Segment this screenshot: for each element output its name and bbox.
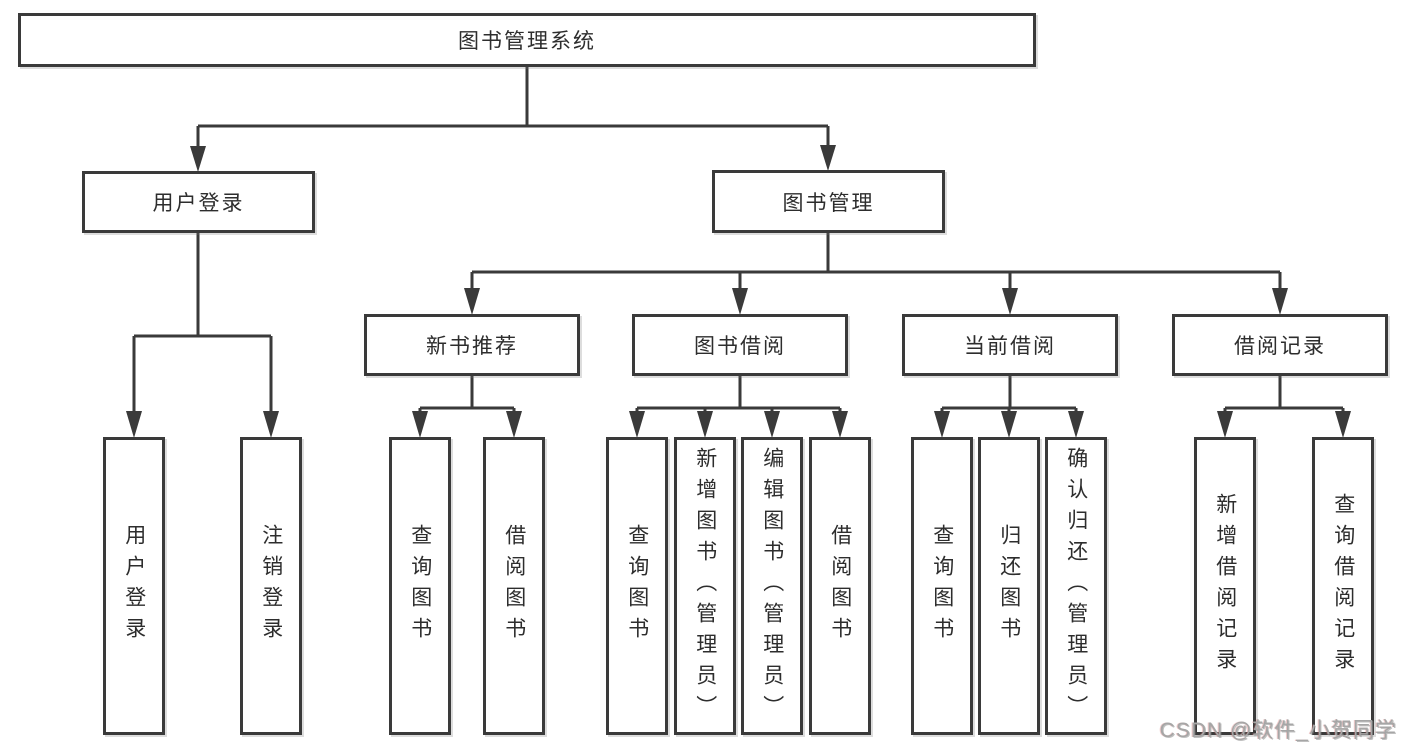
connector-borrow-records-children [1217,376,1351,438]
node-root-system: 图书管理系统 [18,13,1036,67]
leaf-borrow-books-recommend: 借阅图书 [483,437,545,735]
leaf-edit-books-admin: 编辑图书（管理员） [741,437,803,735]
leaf-query-books-borrowing: 查询图书 [606,437,668,735]
node-new-book-recommend: 新书推荐 [364,314,580,376]
node-user-login: 用户登录 [82,171,315,233]
leaf-add-books-admin: 新增图书（管理员） [674,437,736,735]
leaf-query-books-recommend: 查询图书 [389,437,451,735]
node-label: 编辑图书（管理员） [760,446,784,726]
connector-current-borrowing-children [934,376,1084,438]
connector-book-management-level3 [464,233,1288,315]
node-label: 注销登录 [259,524,283,648]
node-label: 归还图书 [997,524,1021,648]
node-label: 查询图书 [408,524,432,648]
connector-book-borrowing-children [629,376,848,438]
leaf-confirm-return-admin: 确认归还（管理员） [1045,437,1107,735]
node-label: 确认归还（管理员） [1064,446,1088,726]
leaf-borrow-books-borrowing: 借阅图书 [809,437,871,735]
leaf-logout: 注销登录 [240,437,302,735]
node-borrow-records: 借阅记录 [1172,314,1388,376]
leaf-query-books-current: 查询图书 [911,437,973,735]
node-label: 查询图书 [930,524,954,648]
node-label: 新增借阅记录 [1213,493,1237,679]
csdn-watermark: CSDN @软件_小贺同学 [1159,719,1397,742]
node-label: 查询借阅记录 [1331,493,1355,679]
node-current-borrowing: 当前借阅 [902,314,1118,376]
node-book-management: 图书管理 [712,170,945,233]
node-label: 借阅图书 [828,524,852,648]
connector-new-book-children [412,376,522,438]
node-label: 查询图书 [625,524,649,648]
node-book-borrowing: 图书借阅 [632,314,848,376]
leaf-user-login: 用户登录 [103,437,165,735]
node-label: 借阅图书 [502,524,526,648]
leaf-query-borrow-record: 查询借阅记录 [1312,437,1374,735]
node-label: 用户登录 [122,524,146,648]
leaf-add-borrow-record: 新增借阅记录 [1194,437,1256,735]
connector-root-to-level2 [190,67,836,172]
connector-user-login-children [126,233,279,438]
leaf-return-books: 归还图书 [978,437,1040,735]
node-label: 新增图书（管理员） [693,446,717,726]
